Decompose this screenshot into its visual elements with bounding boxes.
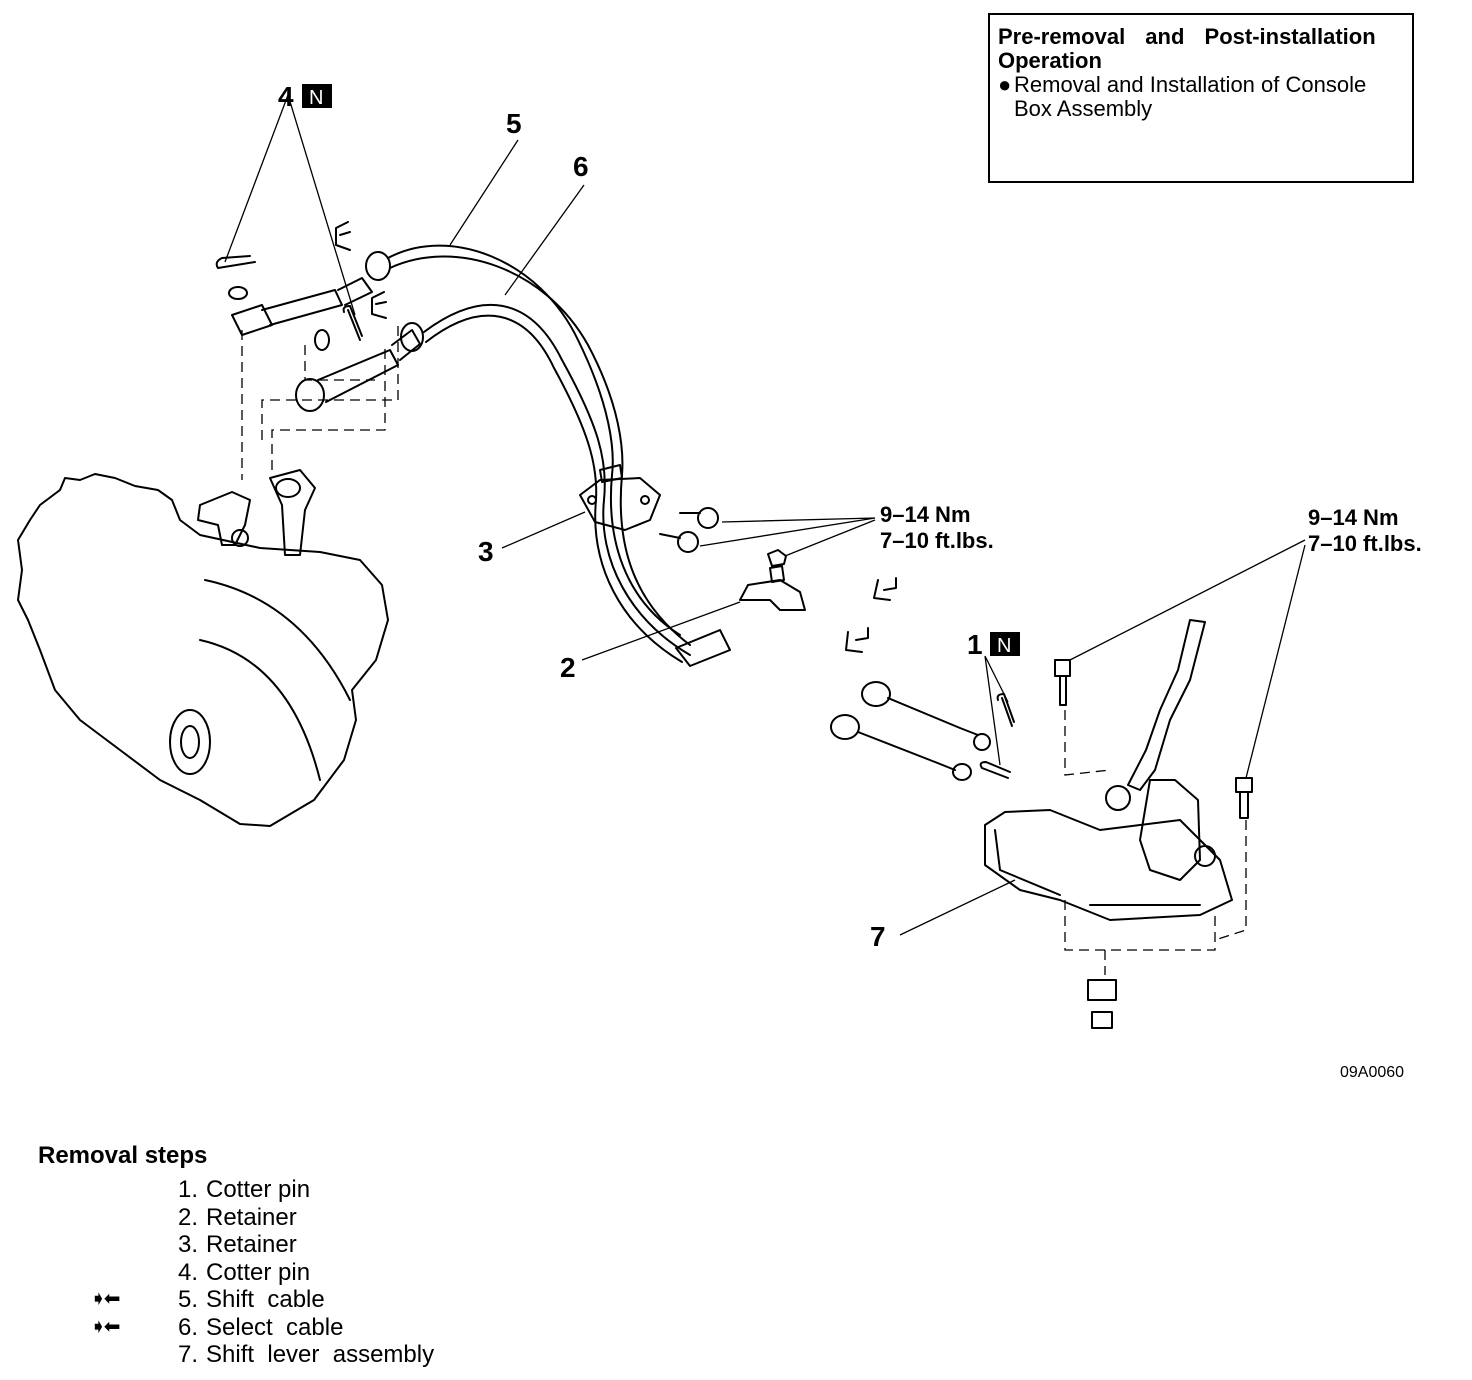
select-cable bbox=[423, 303, 691, 656]
step-item: 2.Retainer bbox=[177, 1203, 297, 1231]
pre-removal-note-box: Pre-removal and Post-installation Operat… bbox=[988, 13, 1414, 183]
clip-c-upper bbox=[335, 221, 351, 251]
washer-mid bbox=[314, 329, 330, 351]
clip-c-lower-1 bbox=[873, 577, 897, 601]
bullet-icon: ● bbox=[998, 72, 1012, 97]
lever-bolt-left bbox=[1054, 659, 1071, 706]
callout-7: 7 bbox=[870, 921, 886, 952]
torque-imperial-bracket: 7–10 ft.lbs. bbox=[880, 528, 994, 553]
select-lever-eye bbox=[275, 478, 301, 498]
callout-1: 1 bbox=[967, 629, 983, 660]
torque-metric-lever: 9–14 Nm bbox=[1308, 505, 1399, 530]
clip-c-mid bbox=[371, 291, 387, 319]
select-lever-arm bbox=[269, 469, 316, 556]
step-item: ➧⬅6.Select cable bbox=[90, 1313, 344, 1341]
shift-cable-end-lower bbox=[861, 681, 991, 751]
lever-knob-end bbox=[1194, 845, 1216, 867]
callout-3: 3 bbox=[478, 536, 494, 567]
bracket-bolt-2 bbox=[659, 531, 699, 553]
retainer-lower bbox=[739, 579, 806, 611]
installation-marker-icon: ➧⬅ bbox=[90, 1288, 120, 1310]
note-title: Pre-removal and Post-installation Operat… bbox=[998, 24, 1376, 73]
torque-imperial-lever: 7–10 ft.lbs. bbox=[1308, 531, 1422, 556]
svg-text:N: N bbox=[309, 87, 323, 109]
removal-steps: Removal steps 1.Cotter pin 2.Retainer 3.… bbox=[38, 1142, 434, 1369]
shift-lever-base bbox=[984, 809, 1233, 921]
clip-c-lower-2 bbox=[845, 627, 869, 653]
cable-grommet bbox=[675, 629, 731, 667]
lever-pivot bbox=[231, 529, 249, 547]
removal-steps-title: Removal steps bbox=[38, 1142, 208, 1169]
shift-cable bbox=[387, 244, 681, 636]
cotter-pin-mid bbox=[342, 305, 363, 341]
badge-n-callout-1: N bbox=[990, 632, 1020, 657]
step-item: 7.Shift lever assembly bbox=[177, 1341, 435, 1368]
shift-cable-outer bbox=[389, 255, 691, 646]
callout-2: 2 bbox=[560, 652, 576, 683]
housing-boss-hole bbox=[180, 725, 200, 759]
cotter-pin-lower-2 bbox=[979, 761, 1011, 779]
badge-n-callout-4: N bbox=[302, 84, 332, 109]
figure-code: 09A0060 bbox=[1340, 1064, 1405, 1081]
shift-cable-end bbox=[231, 251, 391, 336]
select-cable-end-lower bbox=[830, 714, 972, 781]
callout-5: 5 bbox=[506, 108, 522, 139]
note-item: ● Removal and Installation of Console Bo… bbox=[998, 73, 1404, 121]
housing-boss bbox=[169, 709, 211, 775]
shift-lever-stick bbox=[1127, 619, 1206, 791]
installation-marker-icon: ➧⬅ bbox=[90, 1315, 120, 1338]
step-item: 4.Cotter pin bbox=[177, 1258, 311, 1286]
select-cable-end bbox=[295, 322, 424, 412]
callout-6: 6 bbox=[573, 151, 589, 182]
bracket-nut bbox=[767, 549, 787, 567]
transmission-housing bbox=[17, 473, 389, 827]
lever-grommet-nut bbox=[1091, 1011, 1113, 1029]
step-item: 3.Retainer bbox=[177, 1231, 297, 1258]
housing-inner-edge bbox=[199, 579, 351, 781]
retainer-bracket-upper bbox=[579, 477, 661, 531]
svg-text:N: N bbox=[997, 635, 1011, 657]
step-item: ➧⬅5.Shift cable bbox=[90, 1286, 325, 1313]
torque-metric-bracket: 9–14 Nm bbox=[880, 502, 971, 527]
shift-cable-exploded-diagram: 4 5 6 3 2 1 7 N N 9–14 Nm 7–10 ft.lbs. 9… bbox=[17, 81, 1422, 1029]
lever-bushing bbox=[1105, 785, 1131, 811]
select-cable-outer bbox=[425, 314, 683, 663]
bracket-bolt-1 bbox=[679, 507, 719, 529]
note-item-text: Removal and Installation of Console Box … bbox=[1014, 72, 1367, 121]
lever-grommet bbox=[1087, 979, 1117, 1001]
step-item: 1.Cotter pin bbox=[177, 1176, 311, 1203]
cotter-pin-upper bbox=[215, 255, 256, 269]
lever-bolt-right bbox=[1235, 777, 1253, 819]
washer-upper bbox=[228, 286, 248, 300]
callout-4: 4 bbox=[278, 81, 294, 112]
